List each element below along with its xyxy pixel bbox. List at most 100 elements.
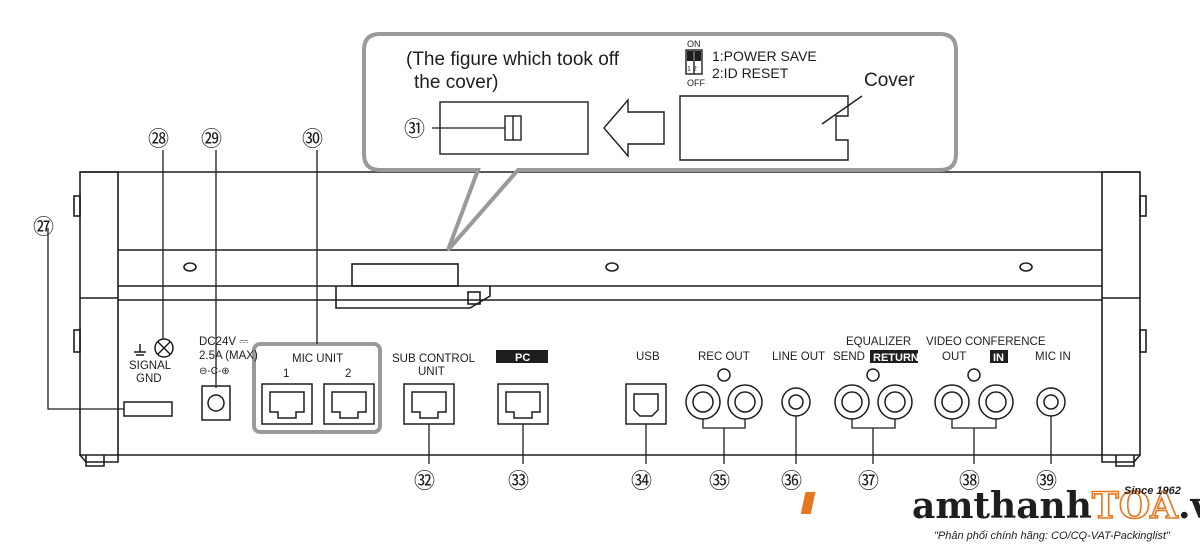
callout-number-27: ㉗ bbox=[33, 216, 54, 239]
callout-number-30: ㉚ bbox=[302, 128, 323, 151]
dip-toggle-2 bbox=[695, 51, 701, 61]
cover-leader bbox=[821, 95, 863, 125]
switch-off-label: OFF bbox=[687, 78, 705, 88]
cover-label: Cover bbox=[864, 70, 915, 91]
callout-bubble bbox=[362, 32, 958, 252]
callout-outline bbox=[362, 32, 958, 252]
callout-drawing bbox=[439, 49, 863, 161]
callout-number-33: ㉝ bbox=[508, 470, 529, 493]
callout-number-37: ㊲ bbox=[858, 470, 879, 493]
mic-2-label: 2 bbox=[345, 368, 351, 380]
video-conference-label: VIDEO CONFERENCE bbox=[926, 336, 1046, 348]
dc-label-1: DC24V ⎓ bbox=[199, 336, 249, 348]
line-out-inner bbox=[788, 394, 804, 410]
vc-in-label: IN bbox=[993, 352, 1004, 364]
dc-jack-body bbox=[201, 385, 231, 421]
callout-number-35: ㉟ bbox=[709, 470, 730, 493]
cover-drawing bbox=[679, 95, 849, 161]
rec-out-l-inner bbox=[692, 391, 714, 413]
watermark-since: Since 1962 bbox=[1124, 485, 1181, 497]
eq-screw bbox=[866, 368, 880, 382]
screw-left bbox=[183, 262, 197, 272]
eq-return-label: RETURN bbox=[873, 352, 919, 364]
ground-label-1: SIGNAL bbox=[129, 360, 172, 372]
leader-37 bbox=[851, 419, 896, 464]
rec-out-screw bbox=[717, 368, 731, 382]
leader-27 bbox=[47, 228, 124, 410]
callout-number-39: ㊴ bbox=[1036, 470, 1057, 493]
arrow-left-icon bbox=[603, 98, 665, 158]
usb-port bbox=[625, 383, 667, 425]
vc-out-label: OUT bbox=[942, 351, 966, 363]
watermark: amthanhTOA.vn Since 1962 "Phân phối chín… bbox=[800, 484, 1200, 542]
rec-out-label: REC OUT bbox=[698, 351, 750, 363]
vc-in-jack bbox=[978, 384, 1014, 420]
dc-label-2: 2.5A (MAX) bbox=[199, 350, 258, 362]
callout-number-34: ㉞ bbox=[631, 470, 652, 493]
mic-in-inner bbox=[1043, 394, 1059, 410]
eq-send-jack bbox=[834, 384, 870, 420]
rec-out-r-jack bbox=[727, 384, 763, 420]
device-body bbox=[79, 171, 1141, 456]
mic-in-jack bbox=[1036, 387, 1066, 417]
device-outline bbox=[73, 171, 1147, 467]
vc-screw bbox=[967, 368, 981, 382]
watermark-accent-bar bbox=[800, 492, 816, 514]
pc-port-inner bbox=[505, 391, 541, 419]
dc-polarity-label: ⊖-C-⊕ bbox=[199, 366, 230, 377]
right-bump-bottom bbox=[1139, 329, 1147, 353]
screw-right bbox=[1019, 262, 1033, 272]
sub-control-port-inner bbox=[411, 391, 447, 419]
mic-1-label: 1 bbox=[283, 368, 289, 380]
line-out-label: LINE OUT bbox=[772, 351, 825, 363]
mic-unit-1-port bbox=[261, 383, 313, 425]
eq-send-inner bbox=[841, 391, 863, 413]
mic-in-label: MIC IN bbox=[1035, 351, 1071, 363]
left-end-cap bbox=[79, 171, 119, 463]
vc-in-label-bg bbox=[990, 350, 1008, 363]
svg-text:amthanhTOA.vn: amthanhTOA.vn bbox=[912, 485, 1200, 527]
vc-in-inner bbox=[985, 391, 1007, 413]
mic-unit-2-port-inner bbox=[331, 391, 367, 419]
cover-slot bbox=[351, 263, 459, 287]
leader-lines bbox=[47, 127, 1052, 464]
vc-out-jack bbox=[934, 384, 970, 420]
left-bump-bottom bbox=[73, 329, 81, 353]
rec-out-r-inner bbox=[734, 391, 756, 413]
mic-unit-1-port-inner bbox=[269, 391, 305, 419]
ground-label-2: GND bbox=[136, 373, 162, 385]
switch-on-label: ON bbox=[687, 39, 701, 49]
watermark-brand-2: TOA bbox=[1092, 485, 1179, 527]
callout-caption-1: (The figure which took off bbox=[406, 49, 620, 70]
callout-caption-2: the cover) bbox=[414, 72, 498, 93]
leader-38 bbox=[951, 419, 997, 464]
watermark-brand-1: amthanh bbox=[912, 485, 1092, 527]
callout-number-38: ㊳ bbox=[959, 470, 980, 493]
dip-toggle-1 bbox=[687, 51, 693, 61]
leader-35 bbox=[702, 419, 746, 464]
right-bump-top bbox=[1139, 195, 1147, 217]
mic-unit-label: MIC UNIT bbox=[292, 353, 343, 365]
callout-number-32: ㉜ bbox=[414, 470, 435, 493]
cover-switch-small bbox=[467, 291, 481, 305]
callout-number-28: ㉘ bbox=[148, 128, 169, 151]
label-plate bbox=[123, 401, 173, 417]
pc-label: PC bbox=[515, 352, 530, 364]
ground-screw bbox=[154, 338, 174, 358]
usb-label: USB bbox=[636, 351, 660, 363]
sub-control-label-2: UNIT bbox=[418, 366, 445, 378]
eq-return-jack bbox=[877, 384, 913, 420]
callout-number-31: ㉛ bbox=[404, 118, 425, 141]
callout-number-29: ㉙ bbox=[201, 128, 222, 151]
left-bump-top bbox=[73, 195, 81, 217]
eq-send-label: SEND bbox=[833, 351, 865, 363]
switch-positions-label: 1 2 bbox=[687, 66, 697, 73]
switch-1-label: 1:POWER SAVE bbox=[712, 48, 817, 64]
eq-return-inner bbox=[884, 391, 906, 413]
usb-port-inner bbox=[633, 393, 659, 417]
sub-control-label-1: SUB CONTROL bbox=[392, 353, 476, 365]
pc-label-bg bbox=[496, 350, 548, 363]
watermark-tagline: "Phân phối chính hãng: CO/CQ-VAT-Packing… bbox=[934, 530, 1171, 542]
